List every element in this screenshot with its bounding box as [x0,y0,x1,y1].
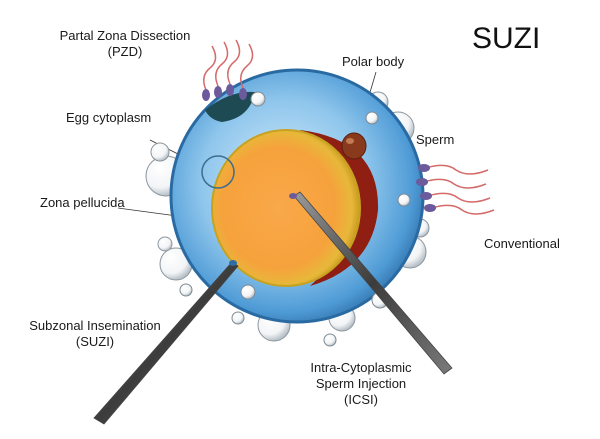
label-pzd-line1: Partal Zona Dissection [59,28,191,43]
label-icsi: Intra-Cytoplasmic Sperm Injection (ICSI) [296,360,426,408]
sperm-group-pzd [202,39,254,101]
label-pzd-line2: (PZD) [107,44,143,59]
icsi-needle [289,191,453,375]
label-suzi-line2: (SUZI) [75,334,115,349]
label-sperm: Sperm [416,132,455,147]
diagram-title: SUZI [472,22,541,55]
injected-sperm-head [289,193,297,199]
label-zona-pellucida: Zona pellucida [40,195,125,210]
label-suzi: Subzonal Insemination (SUZI) [20,318,170,350]
label-icsi-line3: (ICSI) [344,392,378,407]
label-conventional: Conventional [484,236,560,251]
label-egg-cytoplasm: Egg cytoplasm [66,110,152,125]
sperm-group-conventional [416,164,495,215]
label-pzd: Partal Zona Dissection (PZD) [40,28,210,60]
label-suzi-line1: Subzonal Insemination [29,318,161,333]
label-icsi-line1: Intra-Cytoplasmic [310,360,412,375]
label-icsi-line2: Sperm Injection [315,376,407,391]
polar-body [341,132,367,160]
suzi-needle [93,260,239,425]
label-polar-body: Polar body [342,54,405,69]
egg-cytoplasm [211,129,361,287]
cytoplasm-shadow [300,130,379,286]
